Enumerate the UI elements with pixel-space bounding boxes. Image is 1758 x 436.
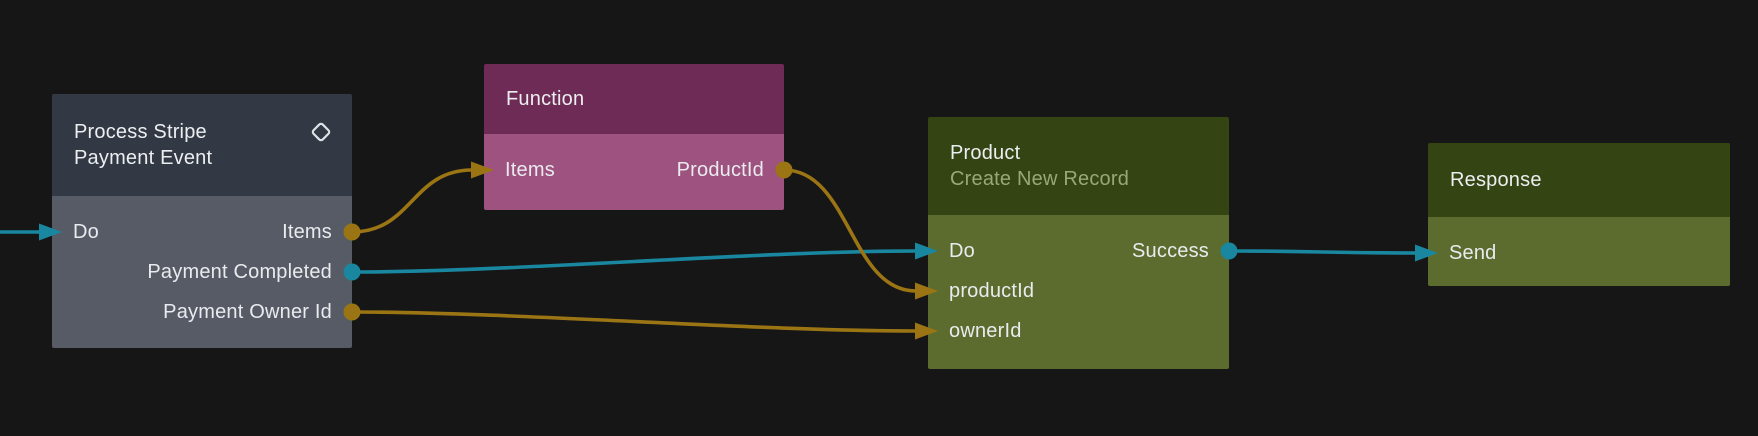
output-port-success[interactable] [1220,242,1238,260]
port-productid[interactable]: productId [949,280,1035,302]
output-port-payment-owner-id[interactable] [343,303,361,321]
node-header[interactable]: Response [1428,143,1730,217]
port-row: Items ProductId [484,150,784,190]
node-subtitle: Create New Record [950,168,1130,190]
wire-items-to-items[interactable] [351,168,473,234]
port-row: Payment Completed [52,252,352,292]
node-title: Product [950,142,1021,164]
port-payment-completed[interactable]: Payment Completed [147,261,332,283]
port-success[interactable]: Success [1132,240,1209,262]
port-productid[interactable]: ProductId [676,159,764,181]
wire-productid-to-productid[interactable] [783,168,917,293]
port-do[interactable]: Do [73,221,99,243]
port-row: productId [928,271,1229,311]
port-items[interactable]: Items [282,221,332,243]
node-body: Do Success productId ownerId [928,215,1229,369]
port-items[interactable]: Items [505,159,555,181]
node-title: Process Stripe [74,121,207,143]
diamond-icon [308,119,334,145]
input-arrow-items[interactable] [471,161,494,179]
input-arrow-ownerid[interactable] [915,322,938,340]
node-titles: Function [506,86,762,112]
wire-payment-owner-id-to-ownerid[interactable] [351,310,917,333]
node-body: Items ProductId [484,134,784,210]
port-ownerid[interactable]: ownerId [949,320,1022,342]
node-titles: Response [1450,167,1708,193]
node-title: Function [506,88,585,110]
port-row: Send [1428,233,1730,273]
input-arrow-send[interactable] [1415,244,1438,262]
node-title: Response [1450,169,1542,191]
output-port-productid[interactable] [775,161,793,179]
input-arrow-do[interactable] [915,242,938,260]
port-row: Do Success [928,231,1229,271]
port-payment-owner-id[interactable]: Payment Owner Id [163,301,332,323]
node-header[interactable]: Function [484,64,784,134]
input-arrow-productid[interactable] [915,282,938,300]
output-port-items[interactable] [343,223,361,241]
node-title: Payment Event [74,147,213,169]
output-port-payment-completed[interactable] [343,263,361,281]
port-row: Payment Owner Id [52,292,352,332]
port-row: ownerId [928,311,1229,351]
wire-payment-completed-to-do[interactable] [351,249,917,274]
input-arrow-do[interactable] [39,223,62,241]
port-do[interactable]: Do [949,240,975,262]
node-body: Send [1428,217,1730,286]
port-row: Do Items [52,212,352,252]
wire-success-to-send[interactable] [1228,249,1417,255]
port-send[interactable]: Send [1449,242,1497,264]
